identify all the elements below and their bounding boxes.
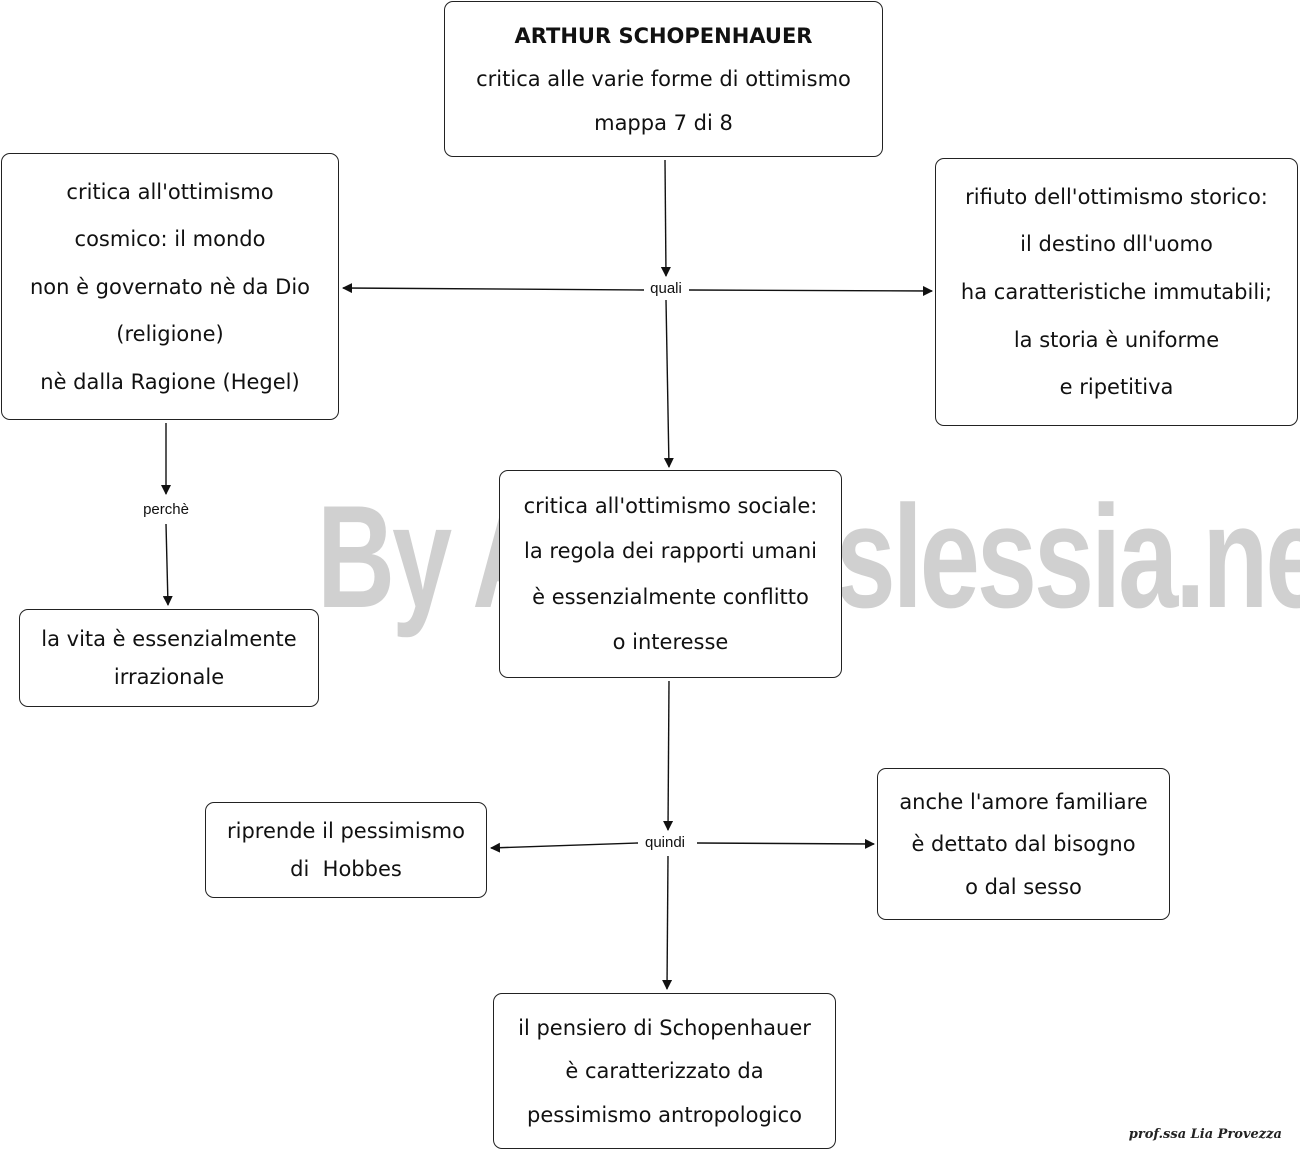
node-historical-line: e ripetitiva xyxy=(1059,375,1174,400)
node-social-line: la regola dei rapporti umani xyxy=(524,539,817,564)
node-love-line: è dettato dal bisogno xyxy=(911,832,1136,856)
node-hobbes-line: di Hobbes xyxy=(290,857,402,881)
node-cosmic-optimism[interactable]: critica all'ottimismo cosmico: il mondo … xyxy=(1,153,339,420)
connector-quindi-conclusion xyxy=(662,855,673,990)
node-cosmic-line: (religione) xyxy=(116,322,224,346)
node-conclusion-line: pessimismo antropologico xyxy=(526,1102,803,1127)
node-conclusion[interactable]: il pensiero di Schopenhauer è caratteriz… xyxy=(493,993,836,1149)
node-conclusion-line: il pensiero di Schopenhauer xyxy=(518,1015,811,1040)
node-cosmic-line: nè dalla Ragione (Hegel) xyxy=(40,369,300,394)
connector-quindi-hobbes xyxy=(490,842,639,853)
node-social-line: o interesse xyxy=(612,629,729,654)
connector-social-quindi xyxy=(663,680,674,831)
node-hobbes-line: riprende il pessimismo xyxy=(227,819,465,843)
node-historical-line: il destino dll'uomo xyxy=(1020,232,1213,257)
node-love-line: o dal sesso xyxy=(965,874,1082,899)
connector-title-quali xyxy=(660,159,671,277)
author-signature: prof.ssa Lia Provezza xyxy=(1128,1127,1282,1142)
node-conclusion-line: è caratterizzato da xyxy=(565,1059,764,1083)
node-hobbes[interactable]: riprende il pessimismo di Hobbes xyxy=(205,802,487,898)
connector-quali-historical xyxy=(688,285,933,296)
node-cosmic-line: critica all'ottimismo xyxy=(66,179,274,204)
connector-quali-cosmic xyxy=(342,283,645,294)
node-cosmic-line: cosmico: il mondo xyxy=(74,227,266,251)
node-historical-line: rifiuto dell'ottimismo storico: xyxy=(965,184,1268,209)
node-social-line: è essenzialmente conflitto xyxy=(532,584,809,609)
node-historical-optimism[interactable]: rifiuto dell'ottimismo storico: il desti… xyxy=(935,158,1298,426)
node-title-line: ARTHUR SCHOPENHAUER xyxy=(514,23,813,48)
node-title-line: critica alle varie forme di ottimismo xyxy=(476,67,851,91)
connector-perche-irrational xyxy=(162,523,173,606)
node-title-line: mappa 7 di 8 xyxy=(594,110,733,135)
link-label-quindi: quindi xyxy=(639,834,691,852)
node-social-optimism[interactable]: critica all'ottimismo sociale: la regola… xyxy=(499,470,842,678)
node-historical-line: ha caratteristiche immutabili; xyxy=(960,279,1273,304)
connector-quindi-love xyxy=(696,838,875,849)
node-social-line: critica all'ottimismo sociale: xyxy=(523,494,818,519)
node-irrational-line: irrazionale xyxy=(113,665,225,690)
link-label-perche: perchè xyxy=(138,501,194,519)
node-historical-line: la storia è uniforme xyxy=(1013,327,1220,352)
node-irrational-life[interactable]: la vita è essenzialmente irrazionale xyxy=(19,609,319,707)
node-familial-love[interactable]: anche l'amore familiare è dettato dal bi… xyxy=(877,768,1170,920)
connector-quali-social xyxy=(663,299,674,468)
node-cosmic-line: non è governato nè da Dio xyxy=(29,274,311,299)
node-title[interactable]: ARTHUR SCHOPENHAUER critica alle varie f… xyxy=(444,1,883,157)
node-love-line: anche l'amore familiare xyxy=(899,789,1148,814)
node-irrational-line: la vita è essenzialmente xyxy=(41,626,297,651)
link-label-quali: quali xyxy=(645,280,687,298)
